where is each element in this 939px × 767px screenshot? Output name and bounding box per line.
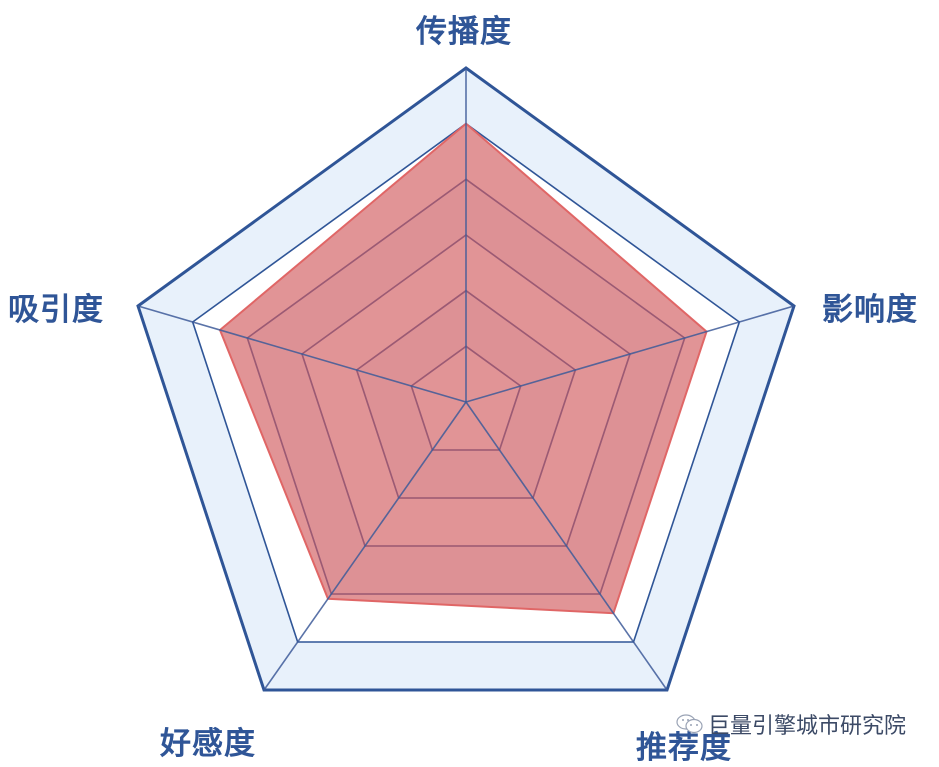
axis-label-bottom-left: 好感度 [160,726,256,762]
wechat-icon [676,713,704,735]
watermark: 巨量引擎城市研究院 [676,708,906,740]
grid-spokes [137,68,795,691]
axis-label-left: 吸引度 [8,292,104,328]
watermark-text: 巨量引擎城市研究院 [708,714,907,739]
axis-label-right: 影响度 [822,292,918,328]
axis-label-bottom-right: 推荐度 [636,730,732,766]
axis-label-top: 传播度 [416,14,512,50]
inner-rings-overlay [246,178,686,595]
